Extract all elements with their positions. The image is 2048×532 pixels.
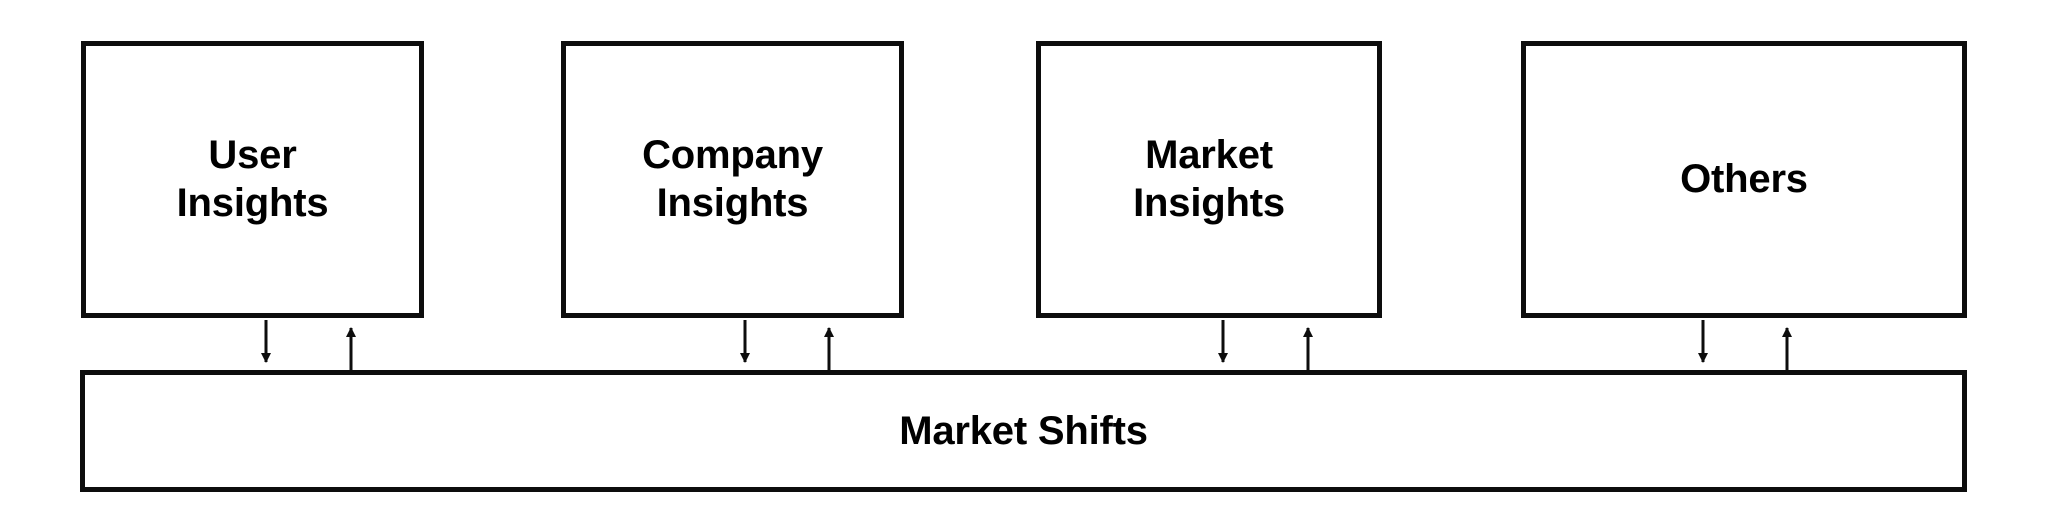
node-others[interactable]: Others (1521, 41, 1967, 318)
node-label-user-insights: User Insights (176, 133, 329, 225)
node-user-insights[interactable]: User Insights (81, 41, 424, 318)
connector-arrows-layer (261, 320, 1792, 370)
node-label-company-insights: Company Insights (642, 133, 823, 225)
node-label-others: Others (1680, 156, 1808, 201)
node-label-market-shifts: Market Shifts (899, 408, 1148, 453)
node-market-insights[interactable]: Market Insights (1036, 41, 1382, 318)
node-label-market-insights: Market Insights (1133, 133, 1285, 225)
node-market-shifts[interactable]: Market Shifts (80, 370, 1967, 492)
node-company-insights[interactable]: Company Insights (561, 41, 904, 318)
